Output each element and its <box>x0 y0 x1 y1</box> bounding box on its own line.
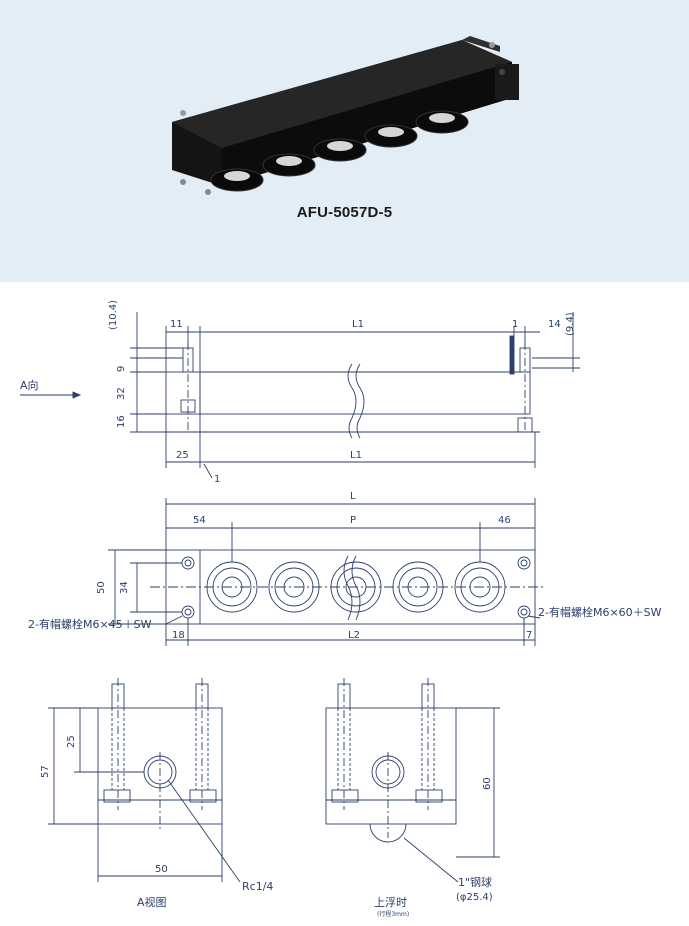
end-view-float <box>325 678 500 883</box>
dim-total-length: L <box>350 491 356 502</box>
top-view <box>108 498 545 646</box>
float-subcaption: (行程3mm) <box>377 910 409 918</box>
dim-right-ref: (9.4) <box>565 312 576 336</box>
bolt-right-label: 2-有帽螺栓M6×60＋SW <box>538 605 662 619</box>
end-view-a <box>48 678 241 883</box>
steel-ball-label: 1"钢球 <box>458 875 492 889</box>
dim-h3: 16 <box>116 415 127 428</box>
dim-a-height-port: 25 <box>66 735 77 748</box>
dim-right-bottom: 7 <box>526 630 532 641</box>
dim-bottom-length: L1 <box>350 450 362 461</box>
product-photo <box>172 36 519 195</box>
dim-float-height-total: 60 <box>482 777 493 790</box>
dim-a-height-total: 57 <box>40 765 51 778</box>
dim-left-offset: 54 <box>193 515 206 526</box>
dim-right-offset: 14 <box>548 319 561 330</box>
ball-transfer-row <box>210 110 469 192</box>
port-thread-label: Rc1/4 <box>242 880 273 893</box>
view-a-caption: A视图 <box>137 895 167 909</box>
end-view-a-labels: 57 25 50 Rc1/4 A视图 <box>40 735 273 909</box>
dim-height-outer: 50 <box>96 581 107 594</box>
dim-bottom-left: 25 <box>176 450 189 461</box>
end-view-float-labels: 60 1"钢球 (φ25.4) 上浮时 (行程3mm) <box>374 777 493 918</box>
dim-left-bottom: 18 <box>172 630 185 641</box>
side-view <box>20 312 580 479</box>
side-view-labels: (10.4) 11 L1 1 14 (9.4) 9 32 16 25 L1 1 … <box>20 300 576 485</box>
steel-ball-size: (φ25.4) <box>456 892 493 903</box>
dim-h2: 32 <box>116 387 127 400</box>
bolt-left-label: 2-有帽螺栓M6×45＋SW <box>28 617 152 631</box>
dim-length2: L2 <box>348 630 360 641</box>
float-caption: 上浮时 <box>374 896 407 909</box>
dim-right-top: 1 <box>512 319 518 330</box>
dim-pitch: P <box>350 515 356 526</box>
dim-h1: 9 <box>116 366 127 372</box>
dim-length-top: L1 <box>352 319 364 330</box>
dim-top-ref: (10.4) <box>108 300 119 330</box>
dim-a-width: 50 <box>155 864 168 875</box>
dim-leader: 1 <box>214 474 220 485</box>
dim-right-offset-top: 46 <box>498 515 511 526</box>
technical-drawing: (10.4) 11 L1 1 14 (9.4) 9 32 16 25 L1 1 … <box>20 300 662 918</box>
product-model-label: AFU-5057D-5 <box>296 204 393 221</box>
top-view-labels: L 54 P 46 50 34 18 L2 7 2-有帽螺栓M6×45＋SW 2… <box>28 491 662 641</box>
direction-a-label: A向 <box>20 378 39 392</box>
dim-height-inner: 34 <box>119 581 130 594</box>
product-photo-panel: AFU-5057D-5 <box>0 0 689 282</box>
dim-left-top: 11 <box>170 319 183 330</box>
